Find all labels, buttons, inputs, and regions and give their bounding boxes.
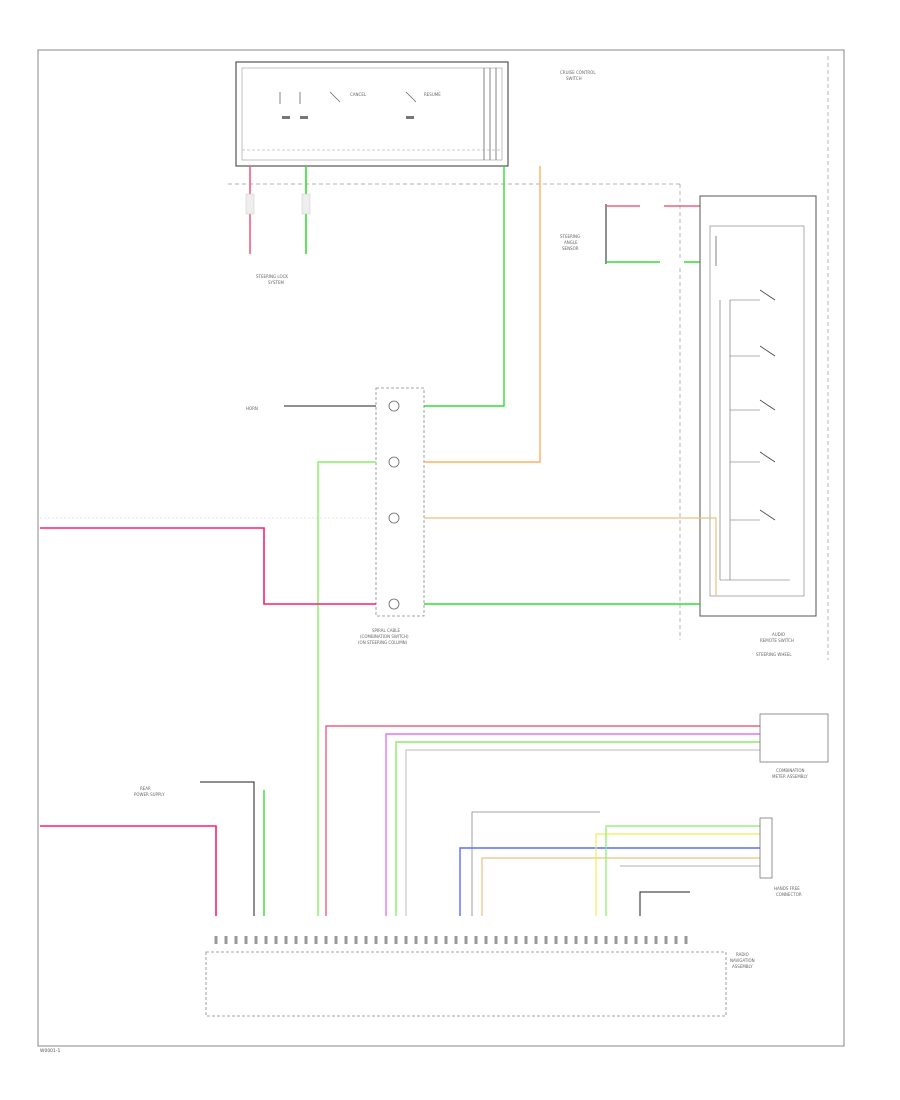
- svg-text:HORN: HORN: [246, 406, 258, 411]
- svg-text:ASSEMBLY: ASSEMBLY: [732, 964, 753, 969]
- svg-text:ANGLE: ANGLE: [564, 240, 578, 245]
- spiral-cable: SPIRAL CABLE (COMBINATION SWITCH) (ON ST…: [358, 387, 425, 645]
- connector-pin: [284, 936, 288, 944]
- connector-pin: [524, 936, 528, 944]
- svg-text:METER ASSEMBLY: METER ASSEMBLY: [772, 774, 808, 779]
- svg-text:NAVIGATION: NAVIGATION: [730, 958, 755, 963]
- svg-text:CONNECTOR: CONNECTOR: [776, 892, 802, 897]
- connector-pin: [654, 936, 658, 944]
- connector-pin: [594, 936, 598, 944]
- connector-pin: [404, 936, 408, 944]
- connector-pin: [454, 936, 458, 944]
- connector-pin: [514, 936, 518, 944]
- wire-pink-radio: [40, 825, 217, 916]
- connector-pin: [264, 936, 268, 944]
- connector-pin: [554, 936, 558, 944]
- switch-contact-1: [730, 289, 776, 301]
- switch-contact-5: [730, 509, 776, 521]
- connector-pin: [244, 936, 248, 944]
- page-id-label: W0001-1: [40, 1048, 61, 1054]
- diagram-frame: [37, 49, 845, 1047]
- svg-text:SPIRAL CABLE: SPIRAL CABLE: [372, 628, 400, 633]
- connector-pin: [394, 936, 398, 944]
- connector-pin: [214, 936, 218, 944]
- svg-text:HANDS FREE: HANDS FREE: [774, 886, 800, 891]
- svg-text:CRUISE CONTROL: CRUISE CONTROL: [560, 70, 596, 75]
- connector-pin: [614, 936, 618, 944]
- wire-orange-cruise: [424, 166, 541, 463]
- connector-pin: [464, 936, 468, 944]
- radio-connector-pins: [214, 936, 688, 944]
- connector-pin: [574, 936, 578, 944]
- switch-contact-3: [730, 399, 776, 411]
- svg-text:SWITCH: SWITCH: [566, 76, 582, 81]
- connector-pin: [564, 936, 568, 944]
- wire-tan-switch: [424, 517, 717, 596]
- svg-text:STEERING: STEERING: [560, 234, 580, 239]
- connector-pin: [544, 936, 548, 944]
- connector-pin: [424, 936, 428, 944]
- lower-harness: COMBINATION METER ASSEMBLY: [325, 713, 829, 916]
- connector-pin: [294, 936, 298, 944]
- right-harness: HANDS FREE CONNECTOR: [459, 811, 802, 916]
- svg-text:AUDIO: AUDIO: [772, 632, 785, 637]
- switch-contact-2: [730, 345, 776, 357]
- connector-pin: [584, 936, 588, 944]
- connector-pin: [364, 936, 368, 944]
- svg-text:RESUME: RESUME: [424, 92, 441, 97]
- wire-pink-left: [40, 527, 376, 605]
- connector-pin: [504, 936, 508, 944]
- connector-pin: [604, 936, 608, 944]
- svg-text:(ON STEERING COLUMN): (ON STEERING COLUMN): [358, 640, 408, 645]
- svg-text:COMBINATION: COMBINATION: [776, 768, 805, 773]
- connector-pin: [484, 936, 488, 944]
- connector-pin: [494, 936, 498, 944]
- connector-pin: [634, 936, 638, 944]
- connector-pin: [414, 936, 418, 944]
- connector-pin: [644, 936, 648, 944]
- connector-pin: [444, 936, 448, 944]
- svg-text:(COMBINATION SWITCH): (COMBINATION SWITCH): [360, 634, 409, 639]
- svg-text:SYSTEM: SYSTEM: [268, 280, 284, 285]
- connector-pin: [474, 936, 478, 944]
- connector-pin: [234, 936, 238, 944]
- svg-text:RADIO: RADIO: [736, 952, 749, 957]
- connector-pin: [324, 936, 328, 944]
- connector-pin: [534, 936, 538, 944]
- connector-pin: [254, 936, 258, 944]
- connector-pin: [374, 936, 378, 944]
- wire-black-left: [200, 781, 255, 916]
- connector-pin: [624, 936, 628, 944]
- steering-lock-wires: STEERING LOCK SYSTEM: [245, 166, 311, 285]
- connector-pin: [274, 936, 278, 944]
- connector-pin: [334, 936, 338, 944]
- connector-pin: [434, 936, 438, 944]
- steering-angle-sensor: STEERING ANGLE SENSOR: [560, 203, 700, 265]
- radio-receiver: RADIO NAVIGATION ASSEMBLY: [205, 951, 755, 1017]
- svg-text:REMOTE SWITCH: REMOTE SWITCH: [760, 638, 794, 643]
- connector-pin: [684, 936, 688, 944]
- connector-pin: [224, 936, 228, 944]
- connector-pin: [354, 936, 358, 944]
- svg-text:SENSOR: SENSOR: [562, 246, 579, 251]
- wire-lightgreen-radio: [317, 461, 376, 916]
- switch-contact-4: [730, 451, 776, 463]
- cruise-control-switch: CRUISE CONTROL SWITCH CANCEL RESUME: [235, 61, 596, 167]
- connector-pin: [314, 936, 318, 944]
- svg-text:POWER SUPPLY: POWER SUPPLY: [134, 792, 165, 797]
- svg-text:REAR: REAR: [140, 786, 151, 791]
- svg-text:STEERING LOCK: STEERING LOCK: [256, 274, 288, 279]
- connector-pin: [384, 936, 388, 944]
- audio-remote-switch: AUDIO REMOTE SWITCH STEERING WHEEL: [699, 195, 817, 657]
- connector-pin: [304, 936, 308, 944]
- svg-text:STEERING WHEEL: STEERING WHEEL: [756, 652, 792, 657]
- connector-pin: [344, 936, 348, 944]
- svg-text:CANCEL: CANCEL: [350, 92, 367, 97]
- connector-pin: [674, 936, 678, 944]
- connector-pin: [664, 936, 668, 944]
- wire-green-cruise: [424, 166, 505, 407]
